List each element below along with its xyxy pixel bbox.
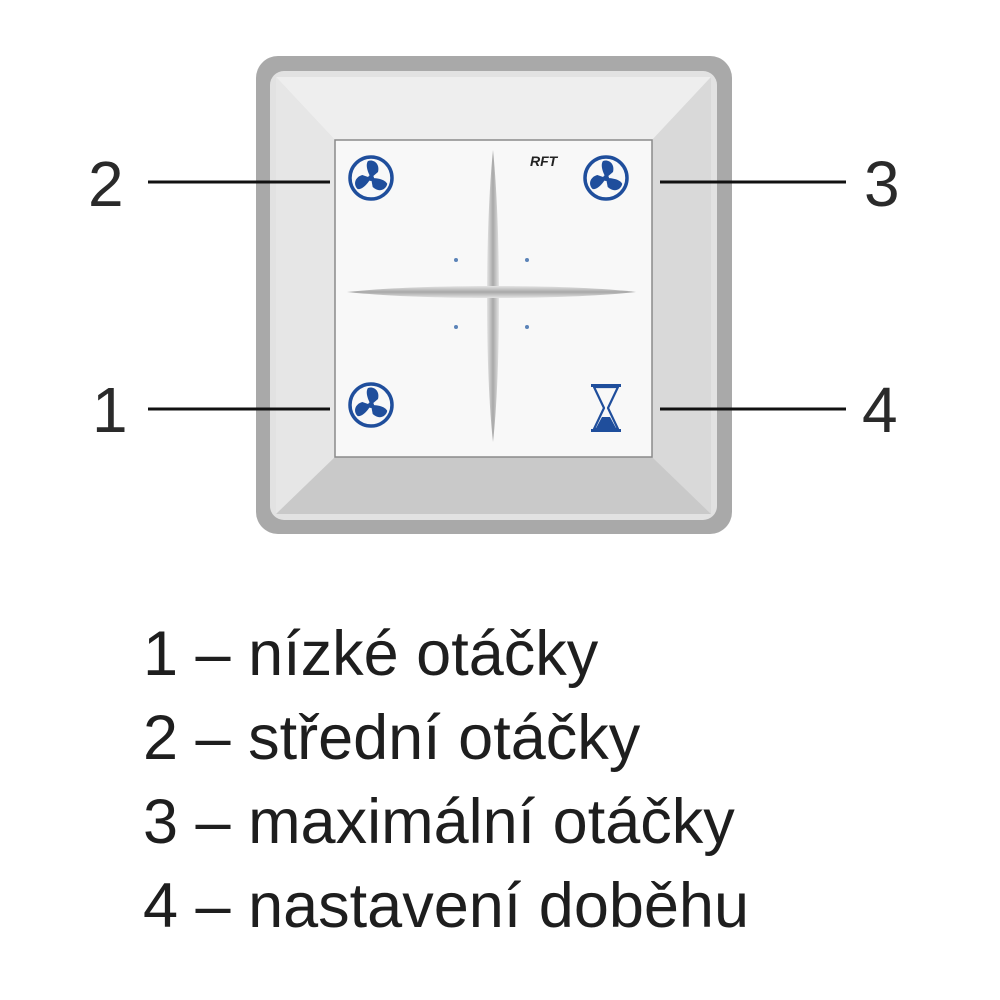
legend: 1 – nízké otáčky 2 – střední otáčky 3 – …	[143, 612, 963, 948]
indicator-dot	[454, 258, 458, 262]
bezel-top	[276, 77, 711, 140]
callout-number-3: 3	[864, 148, 900, 220]
indicator-dot	[525, 325, 529, 329]
legend-item-4: 4 – nastavení doběhu	[143, 871, 750, 941]
callout-number-1: 1	[92, 374, 128, 446]
bezel-bottom	[276, 457, 711, 514]
legend-item-1: 1 – nízké otáčky	[143, 619, 599, 689]
callout-number-4: 4	[862, 374, 898, 446]
cross-horizontal	[347, 286, 636, 298]
bezel-right	[652, 77, 711, 514]
indicator-dot	[454, 325, 458, 329]
hourglass-icon	[591, 384, 621, 432]
brand-label: RFT	[530, 153, 559, 169]
bezel-left	[276, 77, 335, 514]
legend-item-3: 3 – maximální otáčky	[143, 787, 735, 857]
button-run-on-timer[interactable]	[591, 384, 621, 432]
indicator-dot	[525, 258, 529, 262]
callout-number-2: 2	[88, 148, 124, 220]
control-panel-diagram: RFT	[148, 56, 846, 534]
legend-item-2: 2 – střední otáčky	[143, 703, 641, 773]
